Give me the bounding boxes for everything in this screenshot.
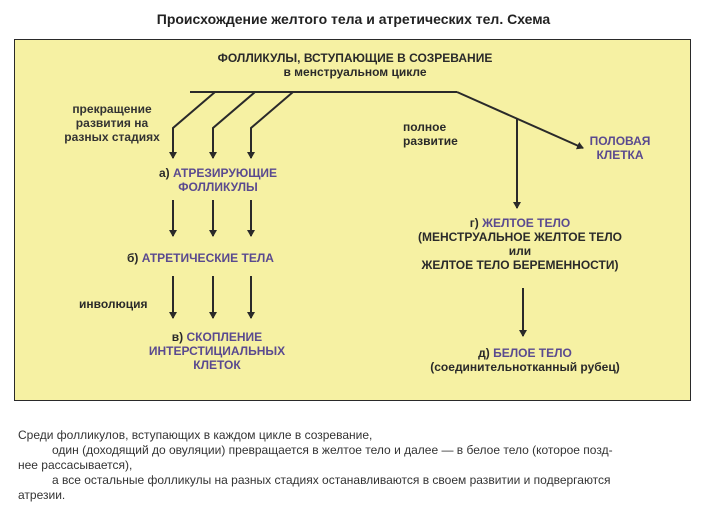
node-v-prefix: в) <box>171 330 184 344</box>
stop-line1: прекращение <box>72 102 152 116</box>
top-node: ФОЛЛИКУЛЫ, ВСТУПАЮЩИЕ В СОЗРЕВАНИЕ в мен… <box>165 51 545 79</box>
node-v: в) СКОПЛЕНИЕ ИНТЕРСТИЦИАЛЬНЫХ КЛЕТОК <box>127 330 307 372</box>
branch-to-sexcell-arrow <box>456 91 584 150</box>
sex-cell-node: ПОЛОВАЯ КЛЕТКА <box>575 134 665 162</box>
full-line2: развитие <box>403 134 458 148</box>
diagram-panel: ФОЛЛИКУЛЫ, ВСТУПАЮЩИЕ В СОЗРЕВАНИЕ в мен… <box>14 39 691 401</box>
node-g-line4: ЖЕЛТОЕ ТЕЛО БЕРЕМЕННОСТИ) <box>421 258 619 272</box>
node-a: а) АТРЕЗИРУЮЩИЕ ФОЛЛИКУЛЫ <box>133 166 303 194</box>
node-g-line1: ЖЕЛТОЕ ТЕЛО <box>482 216 571 230</box>
node-b-line1: АТРЕТИЧЕСКИЕ ТЕЛА <box>141 251 274 265</box>
caption-line1: Среди фолликулов, вступающих в каждом ци… <box>18 428 373 442</box>
caption-line2: один (доходящий до овуляции) превращаетс… <box>52 443 613 457</box>
stop-arrow-3 <box>247 91 294 159</box>
top-node-line1: ФОЛЛИКУЛЫ, ВСТУПАЮЩИЕ В СОЗРЕВАНИЕ <box>217 51 493 65</box>
involution-label: инволюция <box>79 297 148 311</box>
sex-cell-line1: ПОЛОВАЯ <box>589 134 651 148</box>
caption-line4: а все остальные фолликулы на разных стад… <box>52 473 611 487</box>
node-a-line1: АТРЕЗИРУЮЩИЕ <box>172 166 278 180</box>
stop-arrow-1 <box>169 91 216 159</box>
stop-line2: развития на <box>75 116 149 130</box>
caption-line5: атрезии. <box>18 488 66 502</box>
node-d: д) БЕЛОЕ ТЕЛО (соединительнотканный рубе… <box>405 346 645 374</box>
stop-development-label: прекращение развития на разных стадиях <box>37 102 187 144</box>
node-b: б) АТРЕТИЧЕСКИЕ ТЕЛА <box>127 251 274 265</box>
node-v-line2: ИНТЕРСТИЦИАЛЬНЫХ <box>148 344 286 358</box>
node-g-prefix: г) <box>469 216 479 230</box>
node-a-line2: ФОЛЛИКУЛЫ <box>178 180 258 194</box>
node-g: г) ЖЕЛТОЕ ТЕЛО (МЕНСТРУАЛЬНОЕ ЖЕЛТОЕ ТЕЛ… <box>385 216 655 272</box>
caption-line3: нее рассасывается), <box>18 458 133 472</box>
node-d-line1: БЕЛОЕ ТЕЛО <box>493 346 572 360</box>
stop-arrow-2 <box>209 91 256 159</box>
node-v-line1: СКОПЛЕНИЕ <box>186 330 263 344</box>
node-b-prefix: б) <box>127 251 139 265</box>
node-d-line2: (соединительнотканный рубец) <box>430 360 620 374</box>
sex-cell-line2: КЛЕТКА <box>596 148 644 162</box>
top-node-line2: в менструальном цикле <box>283 65 427 79</box>
figure-title: Происхождение желтого тела и атретически… <box>156 11 551 27</box>
node-d-prefix: д) <box>478 346 490 360</box>
involution-text: инволюция <box>79 297 148 311</box>
figure-caption: Среди фолликулов, вступающих в каждом ци… <box>18 428 688 503</box>
node-a-prefix: а) <box>158 166 170 180</box>
node-g-line2: (МЕНСТРУАЛЬНОЕ ЖЕЛТОЕ ТЕЛО <box>417 230 623 244</box>
diagram-arrows <box>169 91 584 337</box>
stop-line3: разных стадиях <box>64 130 160 144</box>
full-line1: полное <box>403 120 447 134</box>
node-v-line3: КЛЕТОК <box>193 358 241 372</box>
full-development-label: полное развитие <box>403 120 458 148</box>
node-g-line3: или <box>508 244 532 258</box>
